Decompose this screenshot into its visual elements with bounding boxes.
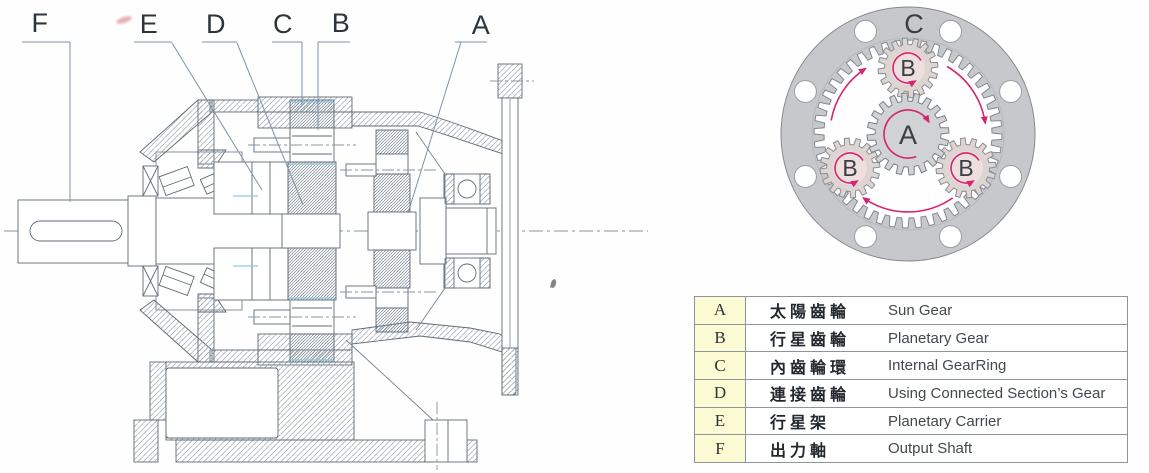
carrier-rotation-arrows bbox=[830, 65, 988, 213]
table-row: C 內齒輪環 Internal GearRing bbox=[695, 352, 1127, 381]
housing-cavity bbox=[165, 367, 279, 439]
planet-gear-label-right: B bbox=[958, 155, 973, 181]
input-ball-bearing-upper bbox=[443, 173, 491, 205]
legend-key-cell: B bbox=[695, 324, 746, 352]
sun-gear-label: A bbox=[899, 120, 917, 150]
legend-en-cell: Using Connected Section’s Gear bbox=[888, 384, 1106, 402]
shaft-collar bbox=[127, 195, 159, 267]
table-row: D 連接齒輪 Using Connected Section’s Gear bbox=[695, 380, 1127, 408]
gear-rotation-arrows bbox=[834, 52, 980, 188]
bell-interior-lines bbox=[345, 131, 446, 421]
callout-label-e: E bbox=[139, 9, 159, 39]
planet-gear-label-top: B bbox=[900, 55, 915, 81]
legend-table: A 太陽齒輪 Sun Gear B 行星齒輪 Planetary Gear C … bbox=[694, 296, 1128, 463]
planet-gears bbox=[819, 37, 997, 199]
legend-zh-cell: 行星架 bbox=[770, 415, 831, 433]
ring-gear-label: C bbox=[904, 9, 924, 39]
legend-zh-cell: 行星齒輪 bbox=[770, 332, 851, 349]
auxiliary-center-lines bbox=[248, 80, 534, 470]
legend-key-cell: A bbox=[695, 297, 746, 324]
table-row: B 行星齒輪 Planetary Gear bbox=[695, 324, 1127, 353]
table-row: F 出力軸 Output Shaft bbox=[695, 435, 1127, 463]
table-row: A 太陽齒輪 Sun Gear bbox=[695, 297, 1127, 325]
table-row: E 行星架 Planetary Carrier bbox=[695, 407, 1127, 436]
callout-label-c: C bbox=[273, 9, 293, 39]
sun-gear bbox=[866, 92, 950, 176]
legend-key-cell: F bbox=[695, 435, 746, 463]
legend-zh-cell: 出力軸 bbox=[770, 442, 831, 460]
legend-en-cell: Internal GearRing bbox=[888, 357, 1007, 375]
legend-key-cell: E bbox=[695, 407, 746, 435]
legend-zh-cell: 太陽齒輪 bbox=[770, 304, 851, 322]
shaft-keyway bbox=[29, 220, 123, 242]
legend-key-cell: C bbox=[695, 352, 746, 380]
legend-en-cell: Sun Gear bbox=[888, 301, 953, 319]
callout-label-a: A bbox=[471, 10, 491, 40]
legend-zh-cell: 連接齒輪 bbox=[770, 387, 851, 405]
planet-gear-label-left: B bbox=[842, 155, 857, 181]
planet-orbit-circle bbox=[811, 37, 1005, 231]
callout-label-f: F bbox=[31, 8, 49, 38]
mounting-flange bbox=[501, 97, 519, 349]
callout-label-b: B bbox=[331, 8, 351, 38]
planet-carrier bbox=[213, 161, 289, 301]
input-hub bbox=[419, 197, 497, 265]
seat-accent-lines bbox=[233, 101, 335, 361]
callout-leader-lines bbox=[22, 41, 487, 214]
legend-en-cell: Planetary Gear bbox=[888, 329, 989, 347]
legend-key-cell: D bbox=[695, 380, 746, 407]
legend-zh-cell: 內齒輪環 bbox=[770, 359, 851, 377]
flange-bolt-holes bbox=[793, 19, 1023, 249]
planetary-gear-diagram: C A B B B bbox=[780, 6, 1036, 262]
output-shaft bbox=[17, 195, 159, 267]
input-ball-bearing-lower bbox=[443, 257, 491, 289]
callout-label-d: D bbox=[206, 9, 226, 39]
legend-en-cell: Planetary Carrier bbox=[888, 412, 1002, 430]
legend-en-cell: Output Shaft bbox=[888, 440, 973, 458]
cross-section-drawing bbox=[4, 41, 648, 470]
foundation-bolt-hole bbox=[424, 419, 468, 463]
